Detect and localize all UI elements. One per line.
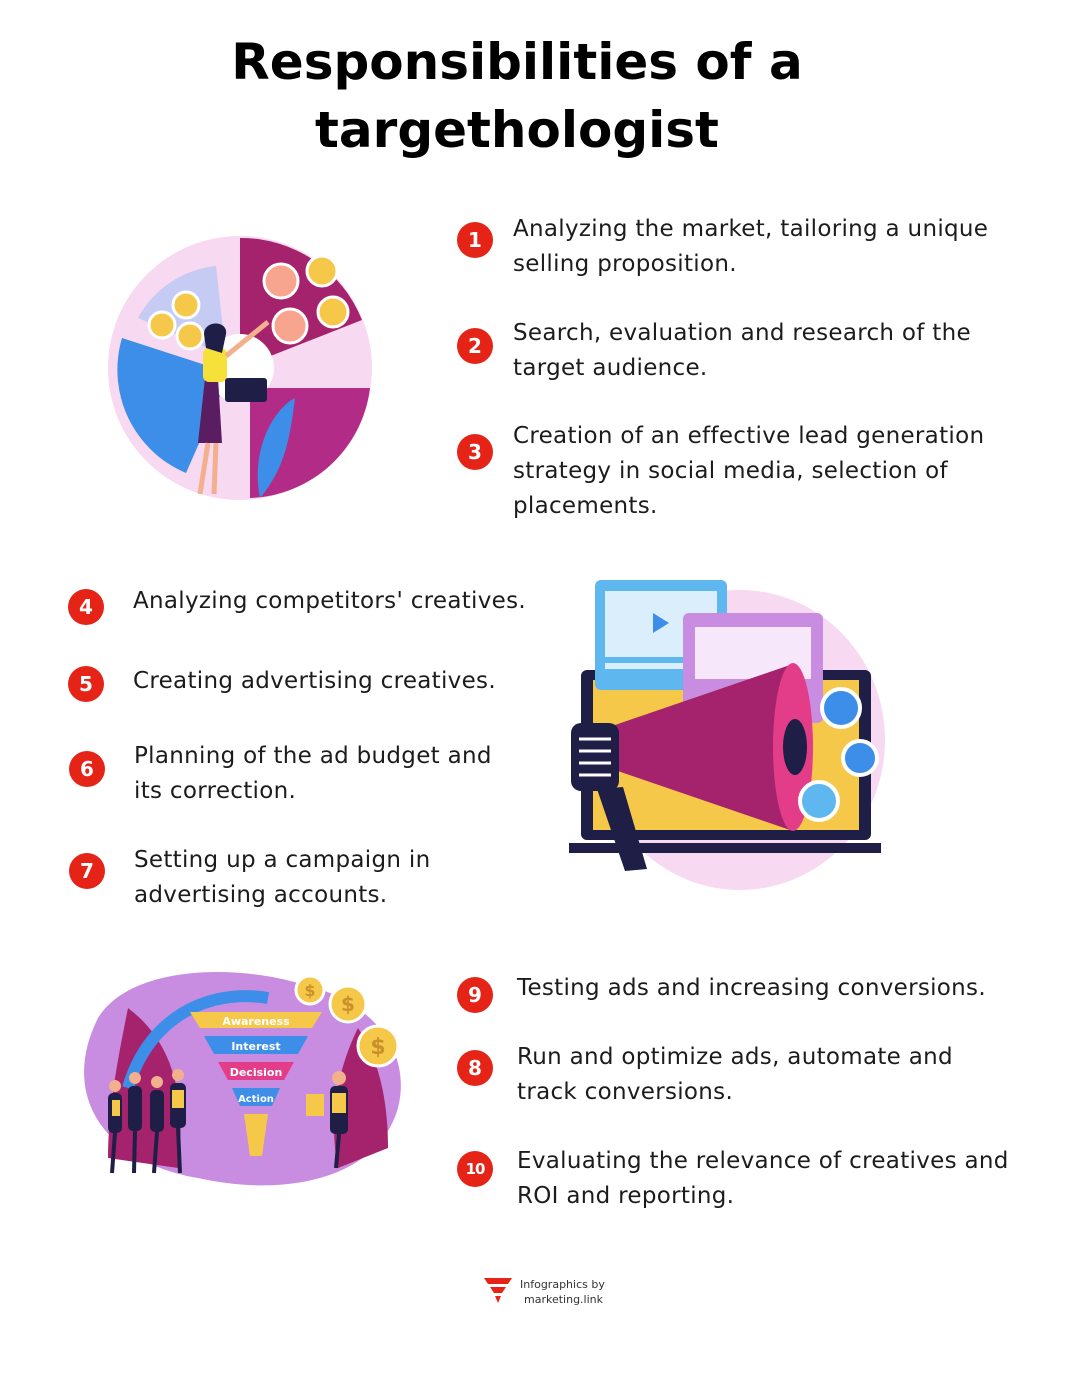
page-title-line-1: Responsibilities of a [231, 33, 803, 91]
list-item-1-line-1: Analyzing the market, tailoring a unique [513, 216, 989, 242]
list-item-3: Creation of an effective lead generation… [513, 419, 984, 524]
footer-credit: Infographics by marketing.link [482, 1276, 605, 1308]
list-item-1: Analyzing the market, tailoring a unique… [513, 212, 988, 282]
svg-text:$: $ [370, 1035, 385, 1060]
list-item-3-line-3: placements. [513, 493, 658, 519]
list-item-4-line-1: Analyzing competitors' creatives. [133, 588, 527, 614]
list-item-10-line-1: Evaluating the relevance of creatives an… [517, 1148, 1009, 1174]
funnel-stage-interest: Interest [231, 1040, 280, 1053]
pie-chart-illustration-icon [100, 228, 380, 508]
number-badge-2: 2 [457, 328, 493, 364]
list-item-7-line-2: advertising accounts. [134, 882, 388, 908]
list-item-10-line-2: ROI and reporting. [517, 1183, 735, 1209]
number-badge-3: 3 [457, 434, 493, 470]
number-badge-10: 10 [457, 1151, 493, 1187]
sales-funnel-illustration-icon: Awareness Interest Decision Action $ $ $ [68, 968, 408, 1188]
funnel-stage-action: Action [238, 1094, 274, 1105]
footer-line-2: marketing.link [524, 1293, 603, 1306]
number-badge-7: 7 [69, 853, 105, 889]
list-item-3-line-1: Creation of an effective lead generation [513, 423, 985, 449]
list-item-6-line-1: Planning of the ad budget and [134, 743, 492, 769]
list-item-4: Analyzing competitors' creatives. [133, 584, 526, 619]
megaphone-illustration-icon [565, 575, 885, 895]
page-title-line-2: targethologist [315, 101, 719, 159]
list-item-8: Run and optimize ads, automate and track… [517, 1040, 953, 1110]
list-item-3-line-2: strategy in social media, selection of [513, 458, 948, 484]
list-item-8-line-1: Run and optimize ads, automate and [517, 1044, 953, 1070]
list-item-6-line-2: its correction. [134, 778, 297, 804]
list-item-5: Creating advertising creatives. [133, 664, 496, 699]
funnel-stage-awareness: Awareness [222, 1015, 290, 1028]
footer-line-1: Infographics by [520, 1278, 605, 1291]
list-item-7-line-1: Setting up a campaign in [134, 847, 431, 873]
number-badge-9: 9 [457, 977, 493, 1013]
page-title: Responsibilities of a targethologist [0, 28, 1034, 164]
number-badge-5: 5 [68, 666, 104, 702]
number-badge-8: 8 [457, 1050, 493, 1086]
list-item-8-line-2: track conversions. [517, 1079, 734, 1105]
list-item-9: Testing ads and increasing conversions. [517, 971, 986, 1006]
list-item-1-line-2: selling proposition. [513, 251, 737, 277]
list-item-2-line-1: Search, evaluation and research of the [513, 320, 971, 346]
list-item-2: Search, evaluation and research of the t… [513, 316, 971, 386]
list-item-5-line-1: Creating advertising creatives. [133, 668, 496, 694]
list-item-6: Planning of the ad budget and its correc… [134, 739, 492, 809]
svg-text:$: $ [341, 992, 355, 1016]
number-badge-4: 4 [68, 589, 104, 625]
svg-text:$: $ [304, 981, 315, 1000]
funnel-stage-decision: Decision [230, 1066, 283, 1079]
number-badge-1: 1 [457, 222, 493, 258]
list-item-10: Evaluating the relevance of creatives an… [517, 1144, 1009, 1214]
marketing-link-logo-icon [482, 1276, 514, 1308]
list-item-2-line-2: target audience. [513, 355, 708, 381]
list-item-9-line-1: Testing ads and increasing conversions. [517, 975, 986, 1001]
list-item-7: Setting up a campaign in advertising acc… [134, 843, 430, 913]
number-badge-6: 6 [69, 751, 105, 787]
